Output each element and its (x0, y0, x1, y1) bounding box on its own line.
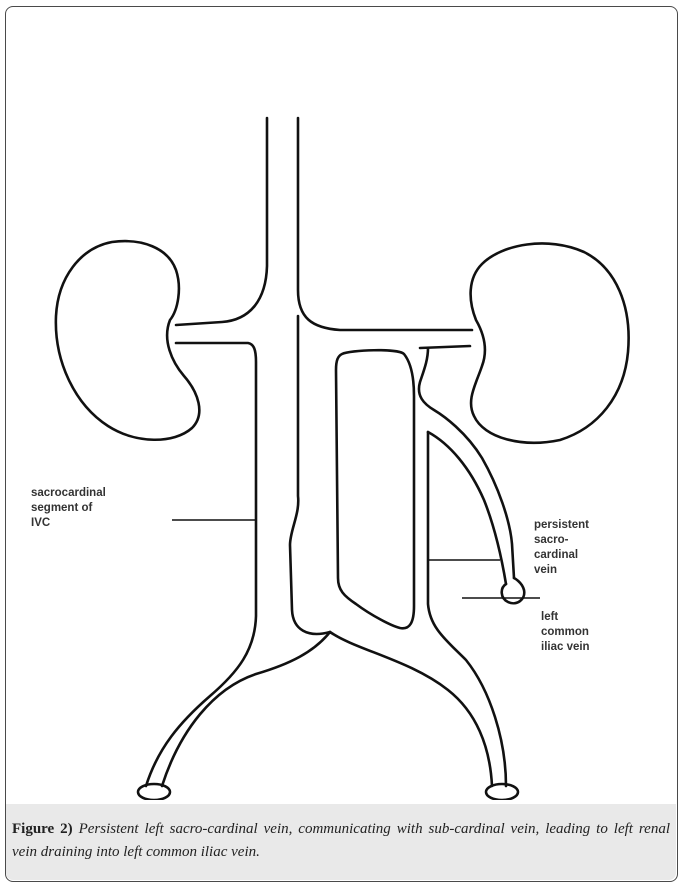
left-renal-vein-lower (290, 316, 330, 634)
label-persistent-sacrocardinal-vein: persistent sacro- cardinal vein (534, 518, 589, 578)
venous-anatomy-diagram (0, 0, 683, 800)
right-kidney (56, 241, 199, 440)
persistent-sacrocardinal-loop (428, 432, 506, 584)
left-iliac-opening (486, 784, 518, 800)
figure-number: Figure 2) (12, 821, 73, 837)
bifurcation-arch (162, 632, 492, 786)
right-iliac-opening (138, 784, 170, 800)
figure-caption: Figure 2) Persistent left sacro-cardinal… (12, 818, 670, 864)
label-left-common-iliac-vein: left common iliac vein (541, 610, 590, 655)
ivc-left-wall (176, 118, 267, 325)
left-vein-outer (419, 348, 514, 578)
label-sacrocardinal-segment: sacrocardinal segment of IVC (31, 486, 106, 531)
right-renal-vein-lower (146, 343, 256, 786)
figure-caption-text: Persistent left sacro-cardinal vein, com… (12, 821, 670, 860)
ivc-right-wall (298, 118, 472, 330)
subcardinal-loop (336, 350, 414, 628)
left-kidney (471, 243, 629, 442)
